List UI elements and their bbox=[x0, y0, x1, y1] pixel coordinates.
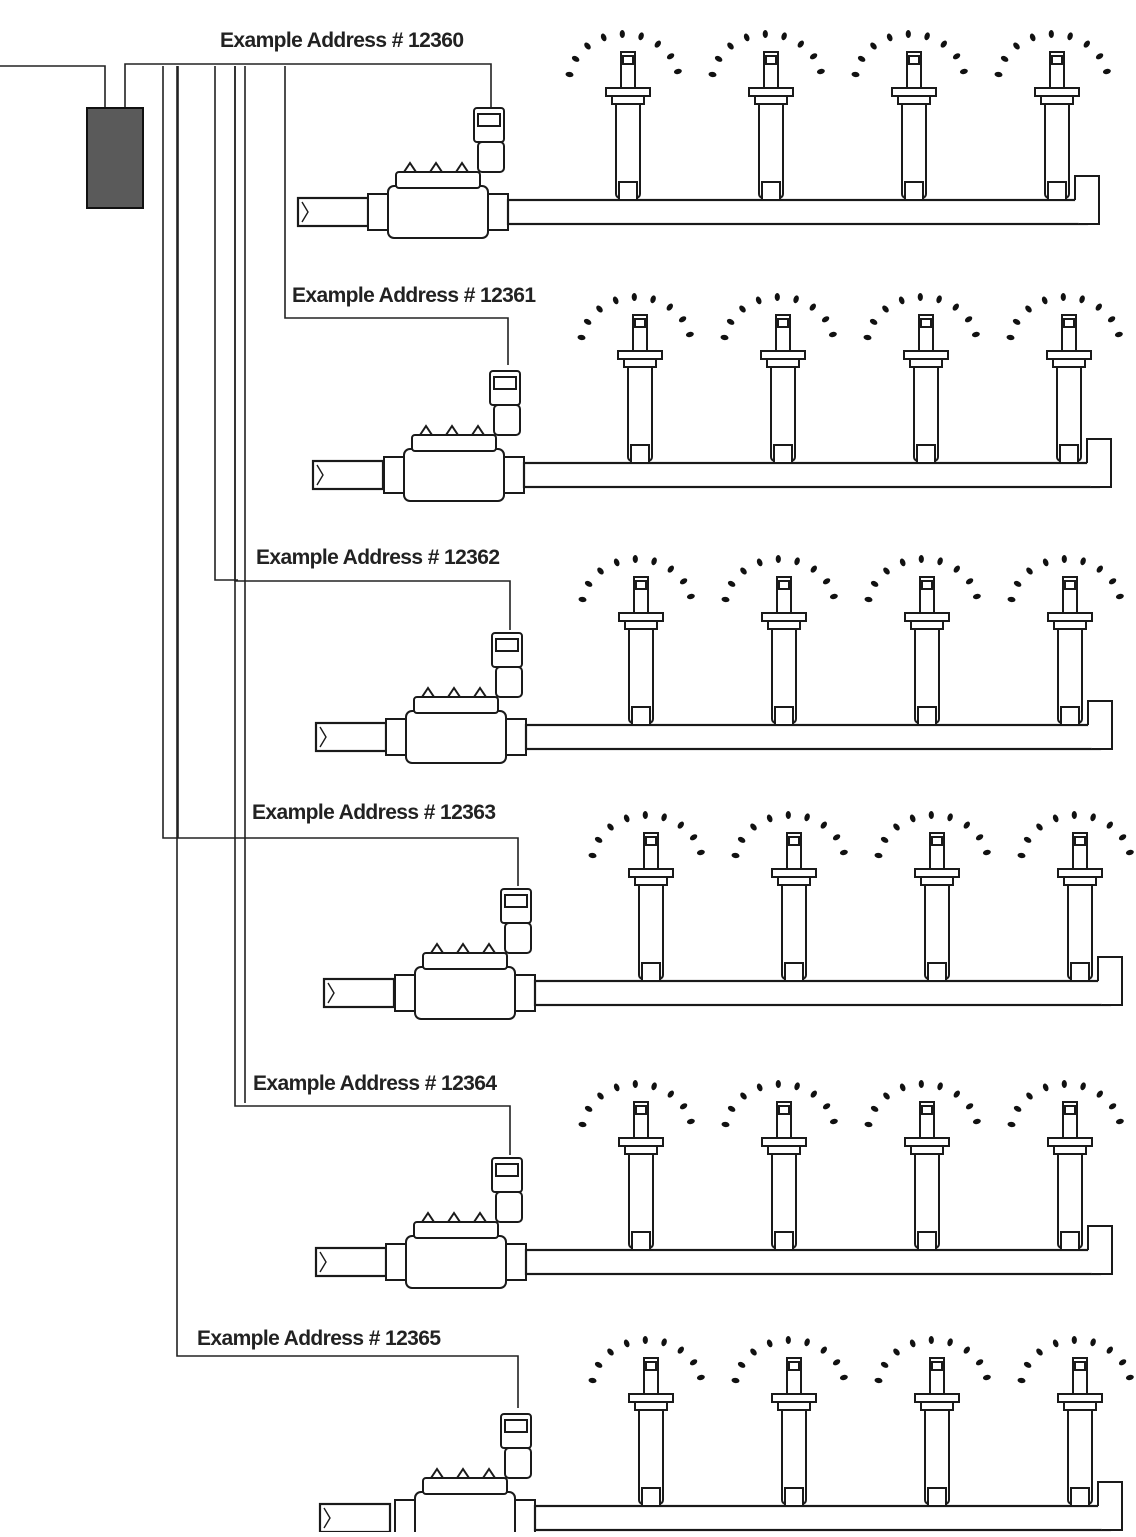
solenoid-valve-icon bbox=[394, 1413, 536, 1537]
zone-label-12364: Example Address # 12364 bbox=[253, 1072, 497, 1095]
controller-box-icon bbox=[86, 107, 144, 209]
zone-assembly-4 bbox=[314, 1080, 1124, 1289]
pop-up-sprinkler-head-icon bbox=[903, 314, 949, 464]
pop-up-sprinkler-head-icon bbox=[628, 1357, 674, 1507]
pop-up-sprinkler-head-icon bbox=[904, 576, 950, 726]
pop-up-sprinkler-head-icon bbox=[1047, 576, 1093, 726]
pipe-elbow bbox=[1086, 438, 1112, 488]
pipe-elbow bbox=[1097, 1481, 1123, 1531]
water-spray-arc-icon bbox=[720, 293, 837, 341]
zone-assembly-1 bbox=[311, 293, 1123, 502]
pop-up-sprinkler-head-icon bbox=[761, 1101, 807, 1251]
zone-label-12363: Example Address # 12363 bbox=[252, 801, 496, 824]
pop-up-sprinkler-head-icon bbox=[617, 314, 663, 464]
solenoid-valve-icon bbox=[385, 632, 527, 764]
zone-label-12360: Example Address # 12360 bbox=[220, 29, 464, 52]
water-spray-arc-icon bbox=[588, 1336, 705, 1384]
inlet-pipe bbox=[318, 1502, 392, 1534]
lateral-pipe bbox=[533, 1504, 1112, 1532]
pop-up-sprinkler-head-icon bbox=[748, 51, 794, 201]
lateral-pipe bbox=[524, 723, 1102, 751]
water-spray-arc-icon bbox=[1017, 1336, 1134, 1384]
pop-up-sprinkler-head-icon bbox=[914, 832, 960, 982]
pipe-elbow bbox=[1087, 700, 1113, 750]
pop-up-sprinkler-head-icon bbox=[628, 832, 674, 982]
pop-up-sprinkler-head-icon bbox=[1034, 51, 1080, 201]
water-spray-arc-icon bbox=[994, 30, 1111, 78]
water-spray-arc-icon bbox=[1017, 811, 1134, 859]
inlet-pipe bbox=[296, 196, 370, 228]
pop-up-sprinkler-head-icon bbox=[761, 576, 807, 726]
water-spray-arc-icon bbox=[874, 811, 991, 859]
zone-assembly-5 bbox=[318, 1336, 1134, 1537]
water-spray-arc-icon bbox=[1007, 555, 1124, 603]
zone-assembly-3 bbox=[322, 811, 1134, 1020]
water-spray-arc-icon bbox=[1007, 1080, 1124, 1128]
inlet-pipe bbox=[314, 721, 388, 753]
pop-up-sprinkler-head-icon bbox=[771, 832, 817, 982]
pop-up-sprinkler-head-icon bbox=[891, 51, 937, 201]
pipe-elbow bbox=[1074, 175, 1100, 225]
pop-up-sprinkler-head-icon bbox=[605, 51, 651, 201]
zone-assembly-2 bbox=[314, 555, 1124, 764]
zone-label-12361: Example Address # 12361 bbox=[292, 284, 536, 307]
solenoid-valve-icon bbox=[383, 370, 525, 502]
pop-up-sprinkler-head-icon bbox=[914, 1357, 960, 1507]
water-spray-arc-icon bbox=[874, 1336, 991, 1384]
lateral-pipe bbox=[524, 1248, 1102, 1276]
zone-assembly-0 bbox=[296, 30, 1111, 239]
water-spray-arc-icon bbox=[864, 1080, 981, 1128]
pop-up-sprinkler-head-icon bbox=[618, 576, 664, 726]
pop-up-sprinkler-head-icon bbox=[771, 1357, 817, 1507]
water-spray-arc-icon bbox=[864, 555, 981, 603]
zone-label-12365: Example Address # 12365 bbox=[197, 1327, 441, 1350]
pop-up-sprinkler-head-icon bbox=[618, 1101, 664, 1251]
water-spray-arc-icon bbox=[851, 30, 968, 78]
water-spray-arc-icon bbox=[731, 1336, 848, 1384]
water-spray-arc-icon bbox=[863, 293, 980, 341]
controller-wiring bbox=[0, 63, 519, 1408]
water-spray-arc-icon bbox=[565, 30, 682, 78]
zone-label-12362: Example Address # 12362 bbox=[256, 546, 500, 569]
water-spray-arc-icon bbox=[731, 811, 848, 859]
water-spray-arc-icon bbox=[588, 811, 705, 859]
pop-up-sprinkler-head-icon bbox=[1057, 832, 1103, 982]
pipe-elbow bbox=[1097, 956, 1123, 1006]
water-spray-arc-icon bbox=[578, 555, 695, 603]
lateral-pipe bbox=[522, 461, 1101, 489]
lateral-pipe bbox=[533, 979, 1112, 1007]
lateral-pipe bbox=[506, 198, 1089, 226]
solenoid-valve-icon bbox=[394, 888, 536, 1020]
inlet-pipe bbox=[322, 977, 396, 1009]
water-spray-arc-icon bbox=[721, 1080, 838, 1128]
pop-up-sprinkler-head-icon bbox=[760, 314, 806, 464]
water-spray-arc-icon bbox=[1006, 293, 1123, 341]
inlet-pipe bbox=[311, 459, 385, 491]
pipe-elbow bbox=[1087, 1225, 1113, 1275]
water-spray-arc-icon bbox=[578, 1080, 695, 1128]
pop-up-sprinkler-head-icon bbox=[1047, 1101, 1093, 1251]
pop-up-sprinkler-head-icon bbox=[904, 1101, 950, 1251]
pop-up-sprinkler-head-icon bbox=[1046, 314, 1092, 464]
water-spray-arc-icon bbox=[708, 30, 825, 78]
solenoid-valve-icon bbox=[367, 107, 509, 239]
solenoid-valve-icon bbox=[385, 1157, 527, 1289]
pop-up-sprinkler-head-icon bbox=[1057, 1357, 1103, 1507]
water-spray-arc-icon bbox=[721, 555, 838, 603]
water-spray-arc-icon bbox=[577, 293, 694, 341]
